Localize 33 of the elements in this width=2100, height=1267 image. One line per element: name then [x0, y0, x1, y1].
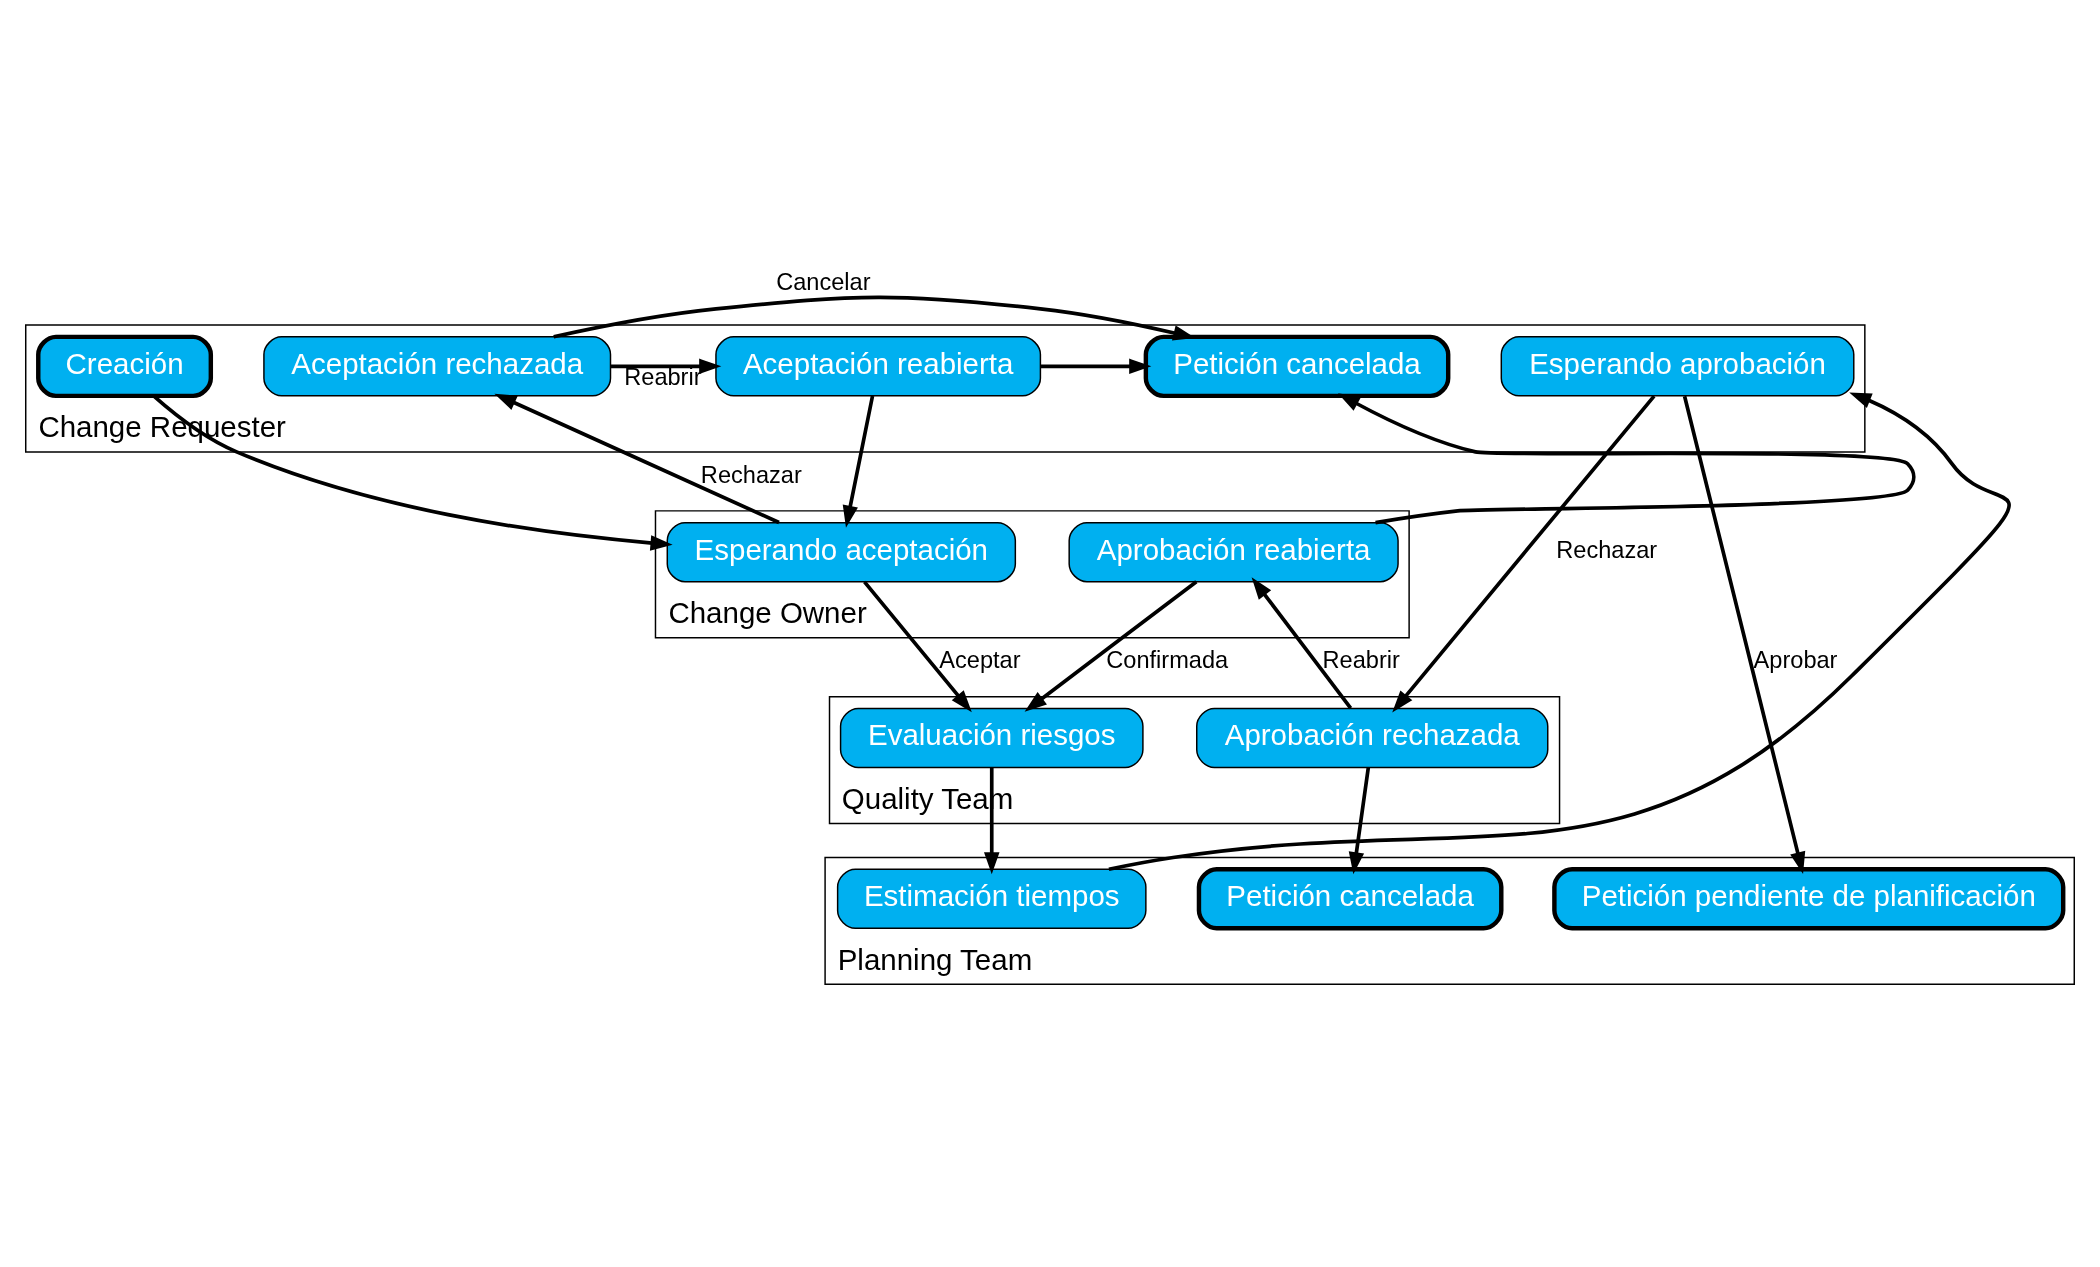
node-box: Estimación tiempos	[836, 868, 1147, 929]
arrow	[610, 358, 722, 375]
edge-label: Aceptar	[939, 647, 1021, 674]
edge-label: Reabrir	[1322, 647, 1400, 674]
arrow	[1682, 395, 1806, 875]
node-box: Aceptación rechazada	[263, 336, 612, 397]
arrow	[1024, 580, 1198, 712]
arrow	[842, 395, 875, 528]
arrow	[863, 580, 972, 713]
node-box: Evaluación riesgos	[839, 707, 1144, 769]
node-box: Esperando aprobación	[1500, 336, 1855, 397]
node-box: Aceptación reabierta	[715, 336, 1042, 397]
node-box: Esperando aceptación	[666, 521, 1017, 583]
arrow	[1108, 392, 2010, 871]
node-box: Creación	[36, 334, 214, 399]
edge-label: Rechazar	[700, 461, 802, 488]
node-box: Petición cancelada	[1143, 334, 1451, 399]
edge-label: Aprobar	[1753, 647, 1838, 674]
edge-label: Cancelar	[776, 268, 871, 295]
edge-label: Reabrir	[624, 364, 702, 391]
arrow	[152, 394, 673, 551]
arrow	[1040, 358, 1152, 375]
arrow	[1392, 394, 1656, 713]
edge-label: Confirmada	[1106, 647, 1229, 674]
arrow	[1251, 577, 1353, 710]
node-box: Petición cancelada	[1196, 867, 1504, 931]
edge-label: Rechazar	[1556, 536, 1658, 563]
arrow	[1348, 767, 1371, 875]
node-box: Aprobación reabierta	[1068, 521, 1399, 583]
arrow	[494, 393, 780, 525]
arrow	[1337, 393, 1916, 525]
node-box: Aprobación rechazada	[1196, 707, 1549, 769]
node-box: Petición pendiente de planificación	[1552, 867, 2066, 931]
